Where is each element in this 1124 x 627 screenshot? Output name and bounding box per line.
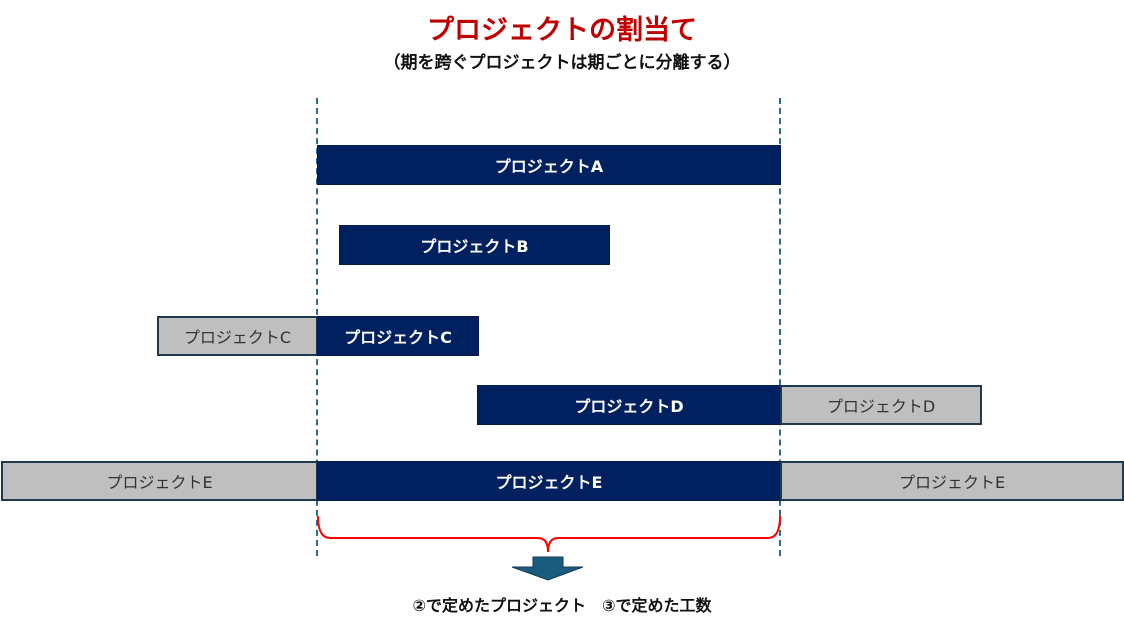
project-d-outside-bar: プロジェクトD [780, 385, 982, 425]
project-c-inside-bar: プロジェクトC [317, 316, 479, 356]
project-b-bar: プロジェクトB [339, 225, 610, 265]
project-a-bar: プロジェクトA [317, 145, 781, 185]
result-caption: ②で定めたプロジェクト ③で定めた工数 [412, 596, 712, 615]
project-e-inside-bar: プロジェクトE [317, 461, 781, 501]
diagram-title: プロジェクトの割当て [427, 15, 697, 46]
project-d-inside-bar: プロジェクトD [477, 385, 781, 425]
diagram-subtitle: （期を跨ぐプロジェクトは期ごとに分離する） [383, 53, 741, 73]
red-brace [317, 515, 781, 553]
project-e-right-bar: プロジェクトE [780, 461, 1124, 501]
period-end-line [779, 98, 781, 556]
down-arrow-icon [511, 556, 584, 581]
project-c-outside-bar: プロジェクトC [157, 316, 318, 356]
